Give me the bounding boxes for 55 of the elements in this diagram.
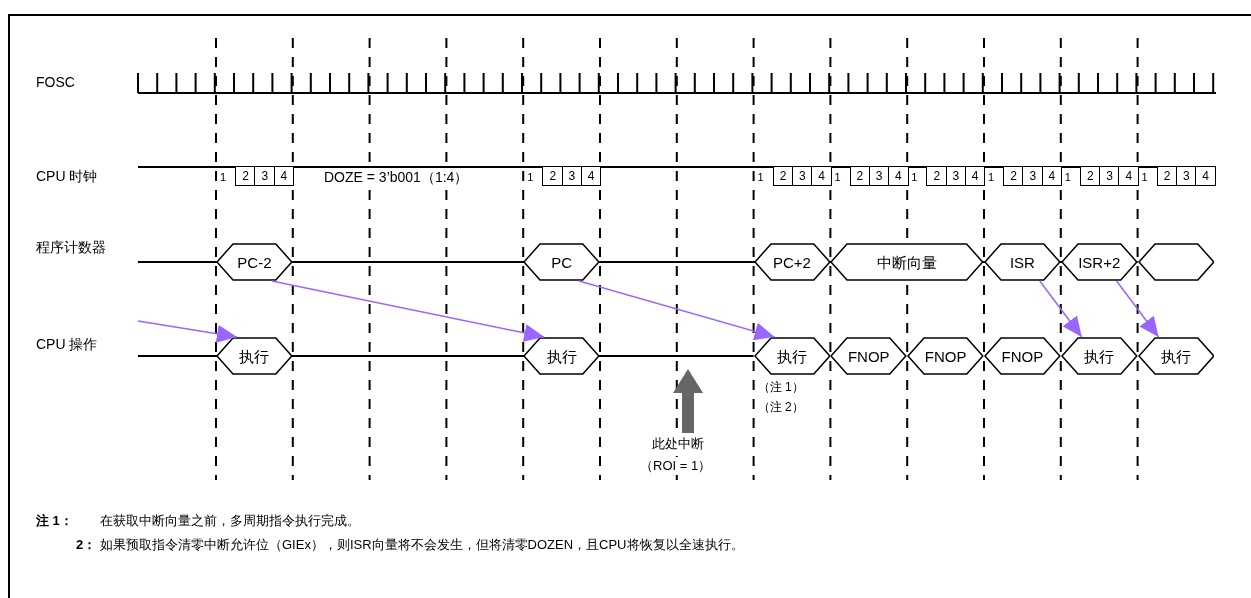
bus-value-hexagon: FNOP xyxy=(830,337,908,375)
bus-value-hexagon: 执行 xyxy=(216,337,293,375)
clock-phase-box: 4 xyxy=(1041,167,1063,186)
bus-value-hexagon: 执行 xyxy=(1137,337,1215,375)
note-reference: （注 2） xyxy=(757,399,804,415)
signal-name: CPU 时钟 xyxy=(36,167,98,185)
hexagon xyxy=(1137,243,1215,281)
bus-value-hexagon: PC+2 xyxy=(753,243,831,281)
clock-phase-box: 3 xyxy=(254,167,276,186)
note-number: 注 1： xyxy=(36,512,73,530)
clock-phase-box: 4 xyxy=(811,167,832,186)
arrow xyxy=(271,280,545,342)
note-text: 如果预取指令清零中断允许位（GIEx），则ISR向量将不会发生，但将清零DOZEN，且CPU将恢复以全速执行。 xyxy=(100,536,744,554)
arrow xyxy=(1115,280,1160,338)
clock-phase-number: 1 xyxy=(834,172,841,183)
bus-value-hexagon: PC-2 xyxy=(216,243,293,281)
signal-name: FOSC xyxy=(36,73,75,91)
clock-phase-number: 1 xyxy=(911,172,918,183)
clock-phase-number: 1 xyxy=(1064,172,1071,183)
clock-phase-box: 2 xyxy=(1003,167,1024,186)
bus-value-hexagon: 执行 xyxy=(523,337,600,375)
interrupt-label: 此处中断 xyxy=(652,435,704,453)
clock-phase-box: 4 xyxy=(273,167,295,186)
clock-phase-box: 2 xyxy=(235,167,256,186)
note-reference: （注 1） xyxy=(757,379,804,395)
note-number: 2： xyxy=(76,536,97,554)
clock-phase-box: 3 xyxy=(1176,167,1197,186)
clock-phase-box: 4 xyxy=(1118,167,1140,186)
clock-phase-box: 4 xyxy=(964,167,986,186)
clock-phase-number: 1 xyxy=(757,172,764,183)
signal-name: 程序计数器 xyxy=(36,238,106,256)
arrow xyxy=(1039,280,1083,338)
clock-phase-number: 1 xyxy=(1141,172,1148,183)
clock-phase-box: 4 xyxy=(580,167,602,186)
arrow xyxy=(578,280,776,341)
bus-value-hexagon: FNOP xyxy=(907,337,984,375)
arrow xyxy=(137,320,238,343)
signal-name: CPU 操作 xyxy=(36,335,98,353)
clock-phase-box: 2 xyxy=(1080,167,1101,186)
clock-phase-number: 1 xyxy=(220,172,227,183)
bus-value-hexagon: PC xyxy=(523,243,600,281)
clock-phase-number: 1 xyxy=(988,172,995,183)
bus-value-hexagon: FNOP xyxy=(984,337,1061,375)
clock-phase-box: 2 xyxy=(926,167,948,186)
bus-value-hexagon: ISR xyxy=(984,243,1061,281)
clock-phase-box: 4 xyxy=(1195,167,1216,186)
bus-value-hexagon: ISR+2 xyxy=(1060,243,1138,281)
clock-phase-box: 4 xyxy=(888,167,909,186)
bus-value-hexagon: 执行 xyxy=(1060,337,1138,375)
clock-phase-box: 3 xyxy=(1099,167,1120,186)
note-text: 在获取中断向量之前，多周期指令执行完成。 xyxy=(100,512,360,530)
clock-phase-box: 3 xyxy=(792,167,813,186)
clock-phase-box: 2 xyxy=(542,167,564,186)
clock-phase-number: 1 xyxy=(527,172,534,183)
clock-phase-box: 3 xyxy=(1022,167,1044,186)
